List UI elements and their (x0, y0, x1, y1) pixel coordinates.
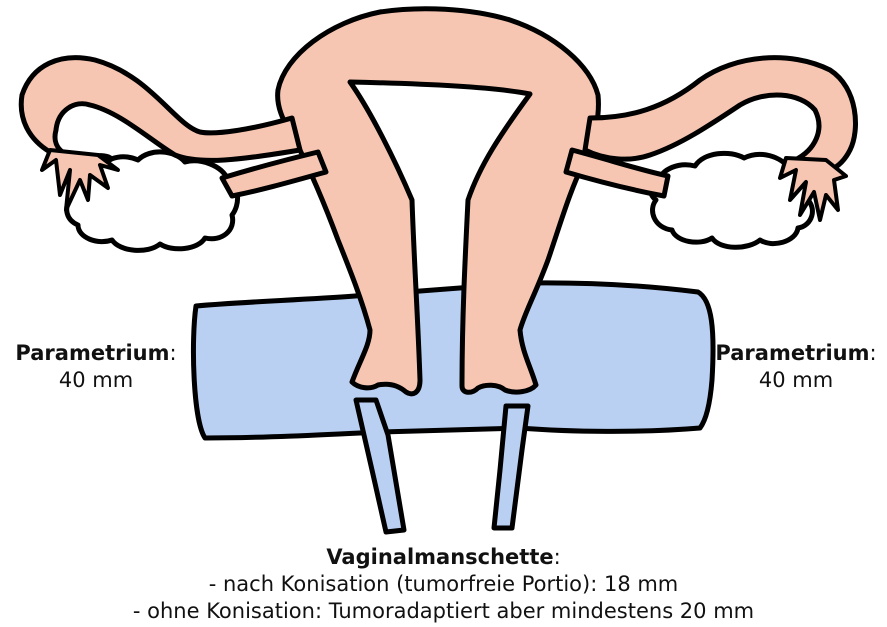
parametrium-left-label: Parametrium: 40 mm (6, 340, 186, 394)
vaginal-cuff-term: Vaginalmanschette (326, 545, 553, 569)
parametrium-right-value: 40 mm (759, 368, 833, 392)
vaginal-cuff-colon: : (554, 545, 561, 569)
vaginal-cuff-label: Vaginalmanschette: - nach Konisation (tu… (0, 544, 887, 625)
parametrium-right-colon: : (870, 341, 877, 365)
parametrium-region (193, 283, 713, 438)
parametrium-left-colon: : (170, 341, 177, 365)
vaginal-cuff-line-2: - ohne Konisation: Tumoradaptiert aber m… (133, 599, 754, 623)
parametrium-left-term: Parametrium (15, 341, 169, 365)
fallopian-tube-left (21, 58, 300, 161)
parametrium-right-label: Parametrium: 40 mm (706, 340, 886, 394)
parametrium-left-value: 40 mm (59, 368, 133, 392)
vaginal-cuff-line-1: - nach Konisation (tumorfreie Portio): 1… (209, 572, 679, 596)
parametrium-right-term: Parametrium (715, 341, 869, 365)
